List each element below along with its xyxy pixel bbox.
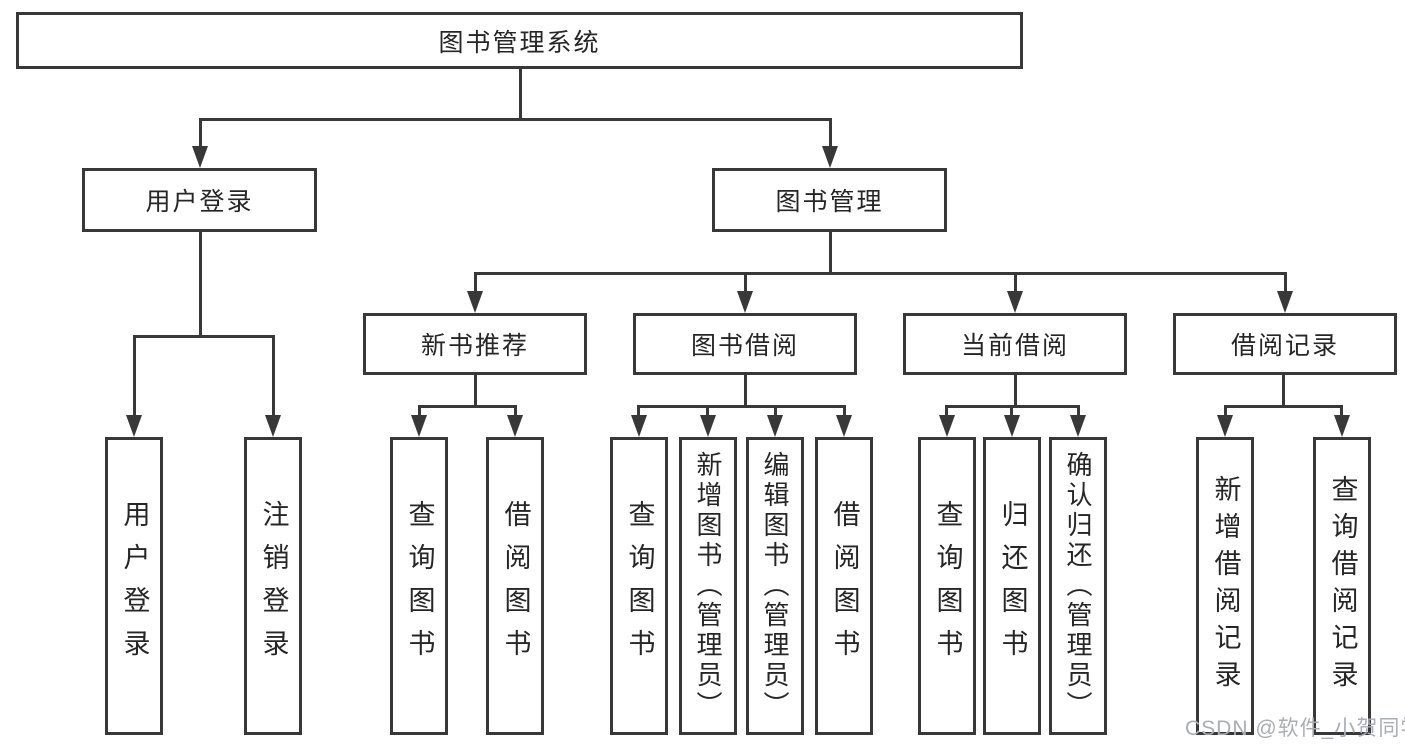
arrowhead-down-icon <box>265 415 281 437</box>
connector-root-stem <box>518 69 522 118</box>
connector-to-borrow-records <box>1283 272 1287 291</box>
leaf-add-borrow-record: 新增借阅记录 <box>1196 437 1254 735</box>
connector-borrow-records-stem <box>1281 375 1285 405</box>
node-current-borrow: 当前借阅 <box>903 313 1127 375</box>
node-book-borrow: 图书借阅 <box>633 313 857 375</box>
leaf-user-login: 用户登录 <box>105 437 163 735</box>
connector-leaf-drop <box>513 405 517 417</box>
connector-to-user-login <box>198 118 202 146</box>
node-borrow-records: 借阅记录 <box>1173 313 1397 375</box>
node-user-login: 用户登录 <box>82 168 317 232</box>
connector-new-book-stem <box>473 375 477 405</box>
arrowhead-down-icon <box>1007 291 1023 313</box>
arrowhead-down-icon <box>1277 291 1293 313</box>
arrowhead-down-icon <box>1217 415 1233 437</box>
connector-borrow-records-split <box>1223 405 1342 408</box>
arrowhead-down-icon <box>126 415 142 437</box>
connector-leaf-drop <box>1076 405 1080 417</box>
connector-leaf-drop <box>1010 405 1013 417</box>
connector-leaf-drop <box>1223 405 1227 417</box>
arrowhead-down-icon <box>192 146 208 168</box>
arrowhead-down-icon <box>767 415 783 437</box>
connector-to-leaf-user-login <box>132 335 136 415</box>
arrowhead-down-icon <box>699 415 716 437</box>
connector-to-new-book-recommend <box>473 272 477 291</box>
connector-leaf-drop <box>1340 405 1343 417</box>
arrowhead-down-icon <box>1070 415 1086 437</box>
connector-new-book-split <box>417 405 517 408</box>
csdn-watermark: CSDN @软件_小贺同学 <box>1185 717 1405 740</box>
connector-to-current-borrow <box>1013 272 1017 291</box>
arrowhead-down-icon <box>507 415 523 437</box>
leaf-query-books-3: 查询图书 <box>918 437 976 735</box>
leaf-borrow-books-2: 借阅图书 <box>815 437 873 735</box>
arrowhead-down-icon <box>938 415 955 437</box>
connector-book-management-split <box>473 272 1287 275</box>
connector-current-borrow-stem <box>1013 375 1017 405</box>
node-root-library-system: 图书管理系统 <box>16 12 1023 69</box>
arrowhead-down-icon <box>836 415 852 437</box>
connector-to-book-management <box>828 118 832 146</box>
arrowhead-down-icon <box>630 415 647 437</box>
connector-book-borrow-stem <box>743 375 747 405</box>
connector-leaf-drop <box>417 405 421 417</box>
connector-user-login-split <box>132 335 275 338</box>
node-new-book-recommend: 新书推荐 <box>363 313 587 375</box>
arrowhead-down-icon <box>1333 415 1350 437</box>
connector-leaf-drop <box>773 405 777 417</box>
arrowhead-down-icon <box>737 291 753 313</box>
arrowhead-down-icon <box>467 291 483 313</box>
arrowhead-down-icon <box>1003 415 1020 437</box>
connector-leaf-drop <box>706 405 709 417</box>
leaf-add-book-admin: 新增图书（管理员） <box>679 437 737 735</box>
leaf-query-borrow-record: 查询借阅记录 <box>1313 437 1371 735</box>
connector-root-split <box>198 118 832 121</box>
leaf-confirm-return-admin: 确认归还（管理员） <box>1049 437 1107 735</box>
leaf-borrow-books-1: 借阅图书 <box>486 437 544 735</box>
arrowhead-down-icon <box>822 146 838 168</box>
leaf-logout: 注销登录 <box>244 437 302 735</box>
connector-leaf-drop <box>842 405 846 417</box>
connector-to-book-borrow <box>743 272 747 291</box>
leaf-query-books-2: 查询图书 <box>610 437 668 735</box>
node-book-management: 图书管理 <box>712 168 947 232</box>
leaf-edit-book-admin: 编辑图书（管理员） <box>746 437 804 735</box>
connector-leaf-drop <box>945 405 948 417</box>
leaf-query-books-1: 查询图书 <box>390 437 448 735</box>
connector-user-login-stem <box>198 232 202 335</box>
connector-to-leaf-logout <box>271 335 275 415</box>
connector-leaf-drop <box>637 405 640 417</box>
leaf-return-book: 归还图书 <box>983 437 1041 735</box>
connector-book-borrow-split <box>637 405 846 408</box>
arrowhead-down-icon <box>411 415 427 437</box>
connector-book-management-stem <box>828 232 832 272</box>
